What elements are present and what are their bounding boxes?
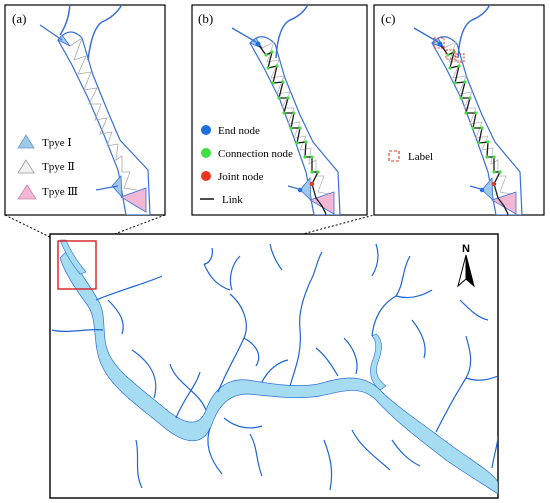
triangle-type1 <box>57 34 71 47</box>
panel-c-legend: Label <box>388 150 433 163</box>
legend-type1-icon <box>17 134 35 149</box>
legend-type2-text: Tpye Ⅱ <box>42 161 75 173</box>
panel-a-legend: Tpye Ⅰ Tpye Ⅱ Tpye Ⅲ <box>17 134 78 200</box>
legend-connection-node-text: Connection node <box>218 148 293 160</box>
panel-b-end-node <box>255 41 261 47</box>
panel-b-legend: End node Connection node Joint node Link <box>200 125 293 206</box>
panel-c-label-boxes <box>433 37 465 63</box>
legend-connection-node-icon <box>201 148 211 158</box>
legend-type1-text: Tpye Ⅰ <box>42 137 72 149</box>
legend-label-text: Label <box>408 151 433 163</box>
panel-b: (b) End node Connection node Joint node … <box>191 4 368 216</box>
panel-b-label: (b) <box>198 11 213 26</box>
legend-label-icon <box>388 150 400 162</box>
north-label: N <box>462 243 470 255</box>
legend-type3-text: Tpye Ⅲ <box>42 186 78 198</box>
north-arrow: N <box>457 243 475 288</box>
legend-end-node-icon <box>201 125 211 135</box>
legend-joint-node-icon <box>201 171 211 181</box>
overview-map-frame <box>49 233 499 499</box>
panel-b-river <box>231 5 341 215</box>
legend-type2-icon <box>17 159 35 174</box>
panel-c-label: (c) <box>381 11 395 26</box>
main-river <box>59 249 498 495</box>
panel-a: (a) Tpye Ⅰ Tpye Ⅱ Tpye Ⅲ <box>4 4 166 216</box>
panel-b-connection-nodes <box>264 50 320 174</box>
triangle-type3 <box>120 187 147 213</box>
legend-link-text: Link <box>222 194 243 206</box>
legend-joint-node-text: Joint node <box>218 171 264 183</box>
legend-end-node-text: End node <box>218 125 260 137</box>
panel-a-label: (a) <box>12 11 26 26</box>
highlight-box <box>57 240 97 290</box>
panel-a-river <box>39 5 151 215</box>
panel-c: (c) Label <box>373 4 545 216</box>
panel-c-river <box>413 5 523 215</box>
overview-map: N <box>49 233 499 499</box>
tributary-streams <box>51 243 498 491</box>
panel-b-joint-node <box>309 181 315 187</box>
north-arrow-right <box>465 254 475 288</box>
legend-type3-icon <box>17 184 37 200</box>
